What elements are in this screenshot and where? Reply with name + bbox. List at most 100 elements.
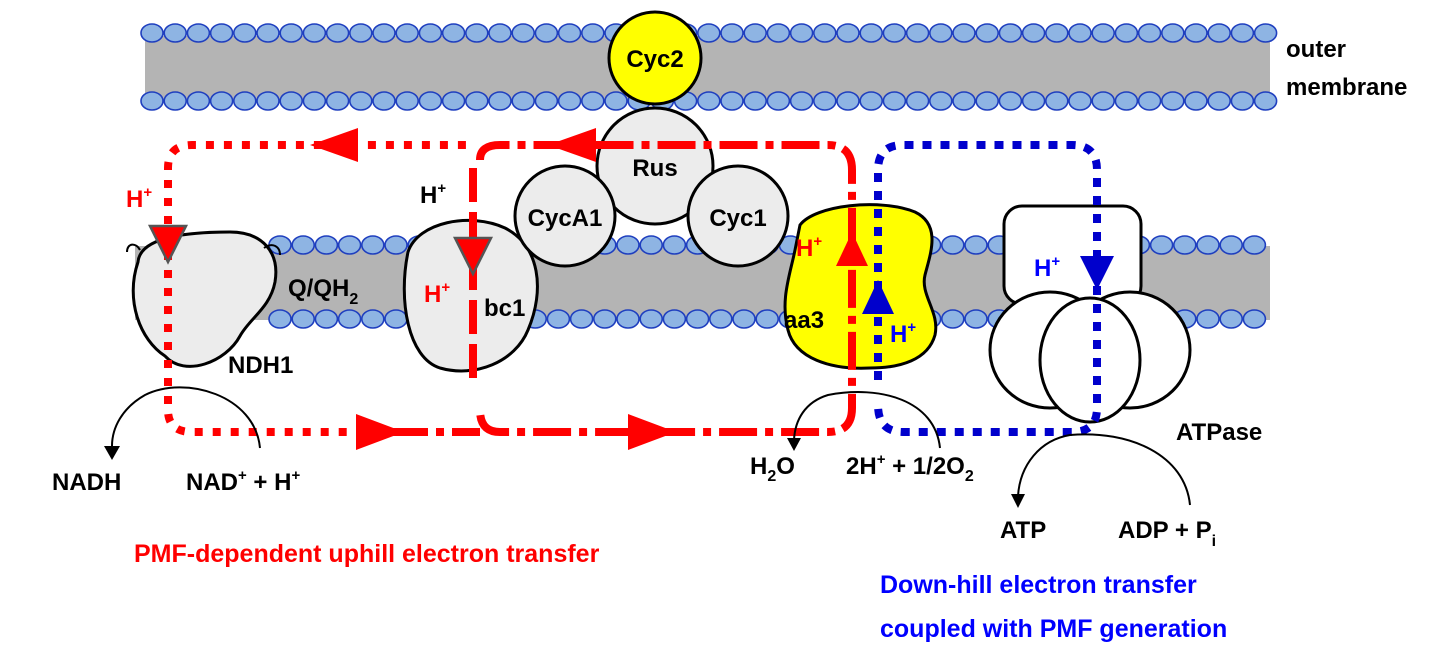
lipid-head [511,23,536,43]
lipid-head [1207,91,1231,111]
lipid-head [534,23,559,43]
lipid-head [998,23,1023,43]
bc1-proton-label-in: H+ [424,279,450,308]
lipid-head [708,309,733,329]
atpase-label: ATPase [1176,419,1262,446]
rus-label: Rus [632,155,677,182]
lipid-head [662,309,687,329]
lipid-head [1021,91,1046,111]
nadh-label: NADH [52,469,121,496]
ndh1-proton-arrow [147,224,189,265]
lipid-head [755,309,780,329]
lipid-head [1045,91,1069,111]
lipid-head [662,235,687,255]
lipid-head [1219,309,1243,329]
lipid-head [337,309,362,329]
quinone-label: Q/QH2 [288,275,358,308]
lipid-head [348,23,373,43]
lipid-head [1184,91,1208,111]
lipid-head [441,91,466,111]
lipid-head [1068,23,1092,43]
lipid-head [186,91,211,111]
atp-arrowhead [1011,494,1025,508]
lipid-head [1137,91,1162,111]
ndh1-membrane-edge-left [126,243,141,253]
lipid-head [209,23,234,43]
lipid-head [696,91,721,111]
lipid-head [546,309,571,329]
nadh-arrowhead [104,446,120,460]
lipid-head [766,23,791,43]
lipid-head [1137,23,1162,43]
aa3-proton-label-blue: H+ [890,319,916,348]
uphill-arrowhead-bottom-right [628,414,676,450]
lipid-head [639,309,664,329]
lipid-head [464,91,489,111]
atpase-proton-arrow [1080,256,1114,290]
lipid-head [140,91,164,111]
outer-membrane-label-line1: outer [1286,36,1346,63]
lipid-head [488,91,512,111]
cyca1-protein [513,164,617,268]
aa3-proton-arrow-up [836,232,868,266]
lipid-head [1242,309,1267,329]
lipid-head [163,23,187,43]
adp-label: ADP + Pi [1118,517,1216,550]
lipid-head [418,23,443,43]
lipid-head [557,23,582,43]
lipid-head [685,309,710,329]
lipid-head [1184,23,1208,43]
lipid-head [569,309,594,329]
lipid-head [302,91,327,111]
lipid-head [639,235,664,255]
lipid-head [372,91,396,111]
lipid-head [337,235,362,255]
lipid-head [1196,235,1220,255]
lipid-head [859,23,884,43]
lipid-head [1091,23,1115,43]
lipid-head [1242,235,1267,255]
lipid-head [209,91,234,111]
lipid-head [743,23,768,43]
lipid-head [233,23,257,43]
lipid-head [1207,23,1231,43]
bc1-complex [402,218,539,373]
uphill-arrowhead-bottom-left [356,414,404,450]
lipid-head [836,91,860,111]
downhill-path [874,141,1101,436]
lipid-head [325,91,350,111]
ndh1-label: NDH1 [228,352,293,379]
lipid-head [940,235,965,255]
lipid-head [743,91,768,111]
lipid-head [233,91,257,111]
lipid-head [1230,23,1255,43]
lipid-head [812,23,837,43]
lipid-head [616,309,640,329]
lipid-head [580,23,605,43]
lipid-head [279,91,304,111]
bc1-label: bc1 [484,295,525,322]
lipid-head [314,309,339,329]
lipid-head [464,23,489,43]
lipid-head [256,91,280,111]
lipid-head [882,23,907,43]
lipid-head [720,23,744,43]
cyc2-protein [607,10,703,106]
uphill-arrowhead-top-right [548,128,596,162]
lipid-head [1091,91,1115,111]
lipid-head [580,91,605,111]
reaction-arcs [111,386,1191,506]
aa3-proton-label-red: H+ [796,233,822,262]
atpase-proton-label: H+ [1034,253,1060,282]
lipid-head [1068,91,1092,111]
lipid-head [395,23,420,43]
lipid-head [1161,91,1185,111]
ndh1-membrane-edge [263,244,281,256]
aa3-complex [783,203,938,370]
lipid-head [696,23,721,43]
lipid-head [1114,91,1139,111]
outer-membrane-label-line2: membrane [1286,74,1407,101]
lipid-head [952,23,976,43]
outer-membrane-band [145,36,1270,100]
lipid-head [511,91,536,111]
